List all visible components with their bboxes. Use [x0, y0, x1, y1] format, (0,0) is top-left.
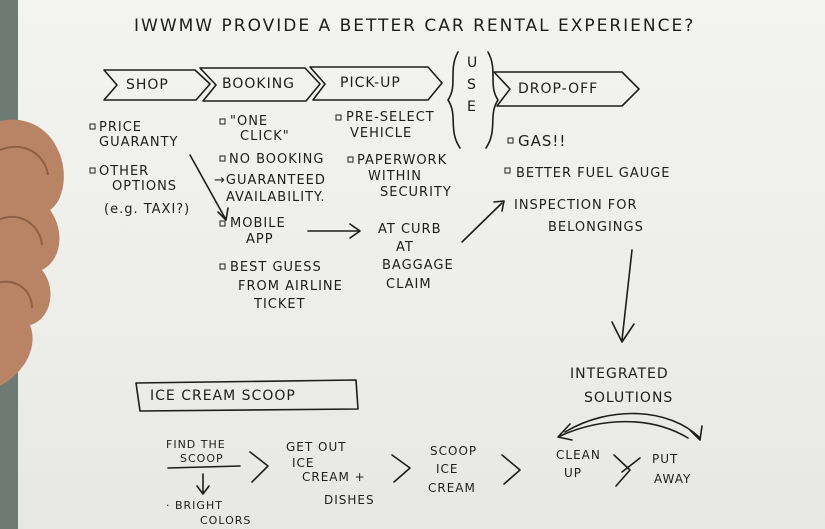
note-oneclick-2: CLICK" [240, 129, 290, 144]
note-price-1: PRICE [99, 120, 142, 135]
stage-use-e: E [467, 99, 477, 115]
note-bestguess-2: FROM AIRLINE [238, 279, 343, 294]
chevron-booking [199, 67, 321, 102]
integrated-2: SOLUTIONS [584, 390, 674, 406]
note-curb-3: BAGGAGE [382, 258, 454, 273]
step-put-1: PUT [652, 452, 679, 466]
note-paperwork-3: SECURITY [380, 185, 452, 200]
stage-pickup: PICK-UP [340, 75, 401, 91]
step-getout-4: DISHES [324, 493, 375, 507]
note-price-2: GUARANTY [99, 135, 179, 150]
note-bestguess-3: TICKET [254, 297, 306, 312]
step-clean-2: UP [564, 466, 583, 480]
step-clean-1: CLEAN [556, 448, 601, 462]
stage-use-s: S [467, 77, 477, 93]
step-getout-1: GET OUT [286, 440, 347, 454]
arrow-to-integrated [621, 249, 633, 341]
use-brace-left [447, 51, 461, 149]
arrow-curb-to-inspection [461, 202, 503, 243]
step-sep-3 [501, 454, 521, 485]
step-sep-2 [391, 454, 411, 483]
note-paperwork-1: PAPERWORK [357, 153, 448, 168]
note-curb-4: CLAIM [386, 277, 432, 292]
step-find-2: SCOOP [180, 452, 224, 465]
note-oneclick-1: "ONE [230, 114, 269, 129]
scoop-box-label: ICE CREAM SCOOP [150, 388, 296, 404]
stage-dropoff: DROP-OFF [518, 81, 599, 97]
step-getout-2: ICE [292, 456, 315, 470]
note-bestguess-1: BEST GUESS [230, 260, 322, 275]
step-scoop-1: SCOOP [430, 444, 478, 458]
chevron-shop [103, 69, 211, 101]
note-other-2: OPTIONS [112, 179, 178, 194]
step-sep-4 [613, 454, 631, 487]
note-preselect-2: VEHICLE [350, 126, 413, 141]
note-nobooking-2: →GUARANTEED [214, 173, 326, 188]
step-scoop-2: ICE [436, 462, 459, 476]
loop-arc-bottom [559, 420, 689, 439]
note-preselect-1: PRE-SELECT [346, 110, 435, 125]
step-bright-2: COLORS [200, 514, 252, 527]
note-mobile-2: APP [246, 232, 274, 247]
stage-shop: SHOP [126, 77, 169, 93]
note-gauge: BETTER FUEL GAUGE [516, 166, 671, 181]
stage-booking: BOOKING [222, 76, 296, 92]
arrow-other-to-mobile [189, 154, 226, 219]
step-bright-1: · BRIGHT [166, 499, 223, 512]
whiteboard-paper [18, 0, 825, 529]
note-paperwork-2: WITHIN [368, 169, 422, 184]
step-scoop-3: CREAM [428, 481, 476, 495]
chevron-dropoff [493, 71, 640, 107]
integrated-1: INTEGRATED [570, 366, 669, 382]
bullet-squares [89, 114, 514, 270]
note-nobooking-1: NO BOOKING [229, 152, 325, 167]
stage-use-u: U [467, 55, 479, 71]
step-getout-3: CREAM + [302, 470, 366, 484]
page-title: IWWMW PROVIDE A BETTER CAR RENTAL EXPERI… [134, 16, 696, 36]
step-put-2: AWAY [654, 472, 692, 486]
loop-arc-top [564, 412, 701, 439]
step-find-1: FIND THE [166, 438, 226, 451]
use-brace-right [485, 51, 499, 149]
note-nobooking-3: AVAILABILITY. [226, 190, 326, 205]
hand-image [0, 119, 64, 386]
note-curb-2: AT [396, 240, 414, 255]
note-inspection-1: INSPECTION FOR [514, 198, 638, 213]
chevron-pickup [309, 66, 443, 101]
note-other-1: OTHER [99, 164, 150, 179]
note-curb-1: AT CURB [378, 222, 442, 237]
note-mobile-1: MOBILE [230, 216, 286, 231]
note-inspection-2: BELONGINGS [548, 220, 644, 235]
note-gas: GAS!! [518, 132, 567, 150]
step-sep-1 [249, 451, 269, 483]
scoop-box [135, 379, 359, 412]
note-other-3: (e.g. TAXI?) [104, 202, 191, 217]
